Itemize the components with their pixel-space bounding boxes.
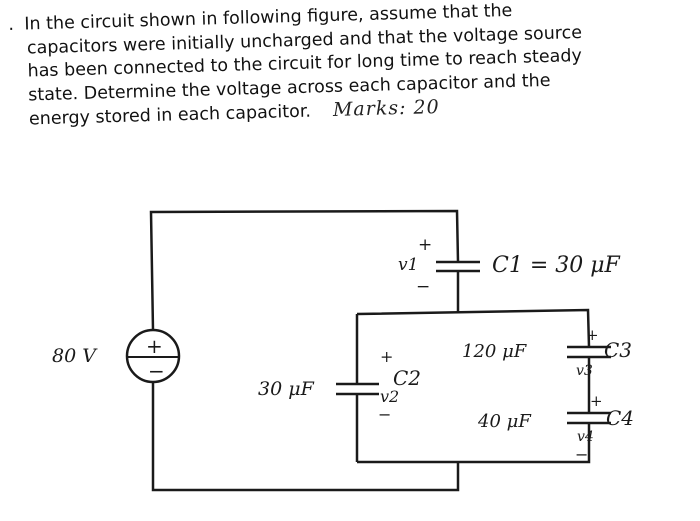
c4-minus: − xyxy=(575,445,588,464)
capacitor-c3: + v3 120 μF C3 xyxy=(462,326,632,379)
c2-name: C2 xyxy=(393,366,421,390)
c4-voltage: v4 xyxy=(577,429,594,445)
c3-name: C3 xyxy=(604,338,632,362)
c4-value: 40 μF xyxy=(477,411,532,432)
c2-minus: − xyxy=(378,405,391,424)
circuit-wires xyxy=(149,209,591,492)
wire-mid-top xyxy=(356,308,591,348)
c1-minus: − xyxy=(416,277,430,297)
c3-value: 120 μF xyxy=(462,341,528,362)
wire-top xyxy=(149,209,460,331)
capacitor-c2: + v2 − 30 μF C2 xyxy=(258,347,421,424)
c3-plus: + xyxy=(586,326,599,344)
c2-voltage: v2 xyxy=(380,387,399,406)
capacitor-c4: + v4 − 40 μF C4 xyxy=(477,392,634,464)
wire-bottom xyxy=(151,382,460,492)
c1-plus: + xyxy=(418,235,432,255)
c1-voltage: v1 xyxy=(398,255,418,275)
wire-mid-bottom xyxy=(357,423,591,464)
c2-value: 30 μF xyxy=(258,378,315,400)
c4-plus: + xyxy=(590,392,603,410)
source-voltage-label: 80 V xyxy=(52,345,98,367)
source-plus: + xyxy=(146,334,163,358)
voltage-source: + − 80 V xyxy=(52,328,181,384)
capacitor-c1: + v1 − C1 = 30 μF xyxy=(398,235,621,297)
c1-label: C1 = 30 μF xyxy=(492,253,621,278)
c3-voltage: v3 xyxy=(576,363,593,379)
source-minus: − xyxy=(148,359,165,383)
c4-name: C4 xyxy=(606,406,634,430)
c2-plus: + xyxy=(380,347,393,366)
